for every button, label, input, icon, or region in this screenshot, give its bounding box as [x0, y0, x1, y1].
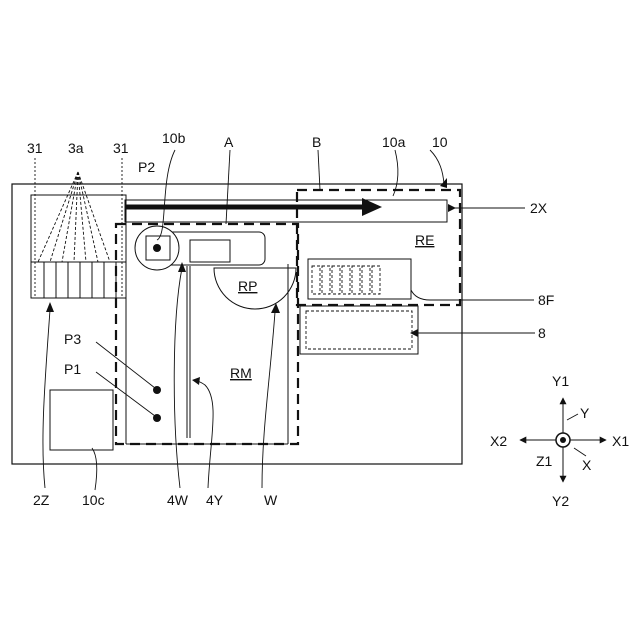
axis-label-X2: X2 — [490, 433, 507, 449]
label-2X: 2X — [530, 200, 548, 216]
label-31-right: 31 — [113, 140, 129, 156]
label-10c: 10c — [82, 492, 105, 508]
axis-label-Z1: Z1 — [536, 453, 553, 469]
label-8: 8 — [538, 325, 546, 341]
fan-lines-3a — [38, 172, 110, 262]
label-A: A — [224, 134, 234, 150]
rail-2X — [125, 200, 447, 222]
robot-arm-joint — [190, 240, 230, 262]
label-4Y: 4Y — [206, 492, 224, 508]
cassettes-8F — [312, 266, 380, 294]
label-P2: P2 — [138, 159, 155, 175]
label-3a: 3a — [68, 140, 84, 156]
label-10a: 10a — [382, 134, 406, 150]
axis-label-Y: Y — [580, 405, 590, 421]
block-10c — [50, 390, 113, 450]
label-4W: 4W — [167, 492, 189, 508]
axis-label-Y1: Y1 — [552, 373, 569, 389]
label-31-left: 31 — [27, 140, 43, 156]
travel-arrow-head — [362, 198, 382, 216]
axis-label-Y2: Y2 — [552, 493, 569, 509]
axis-label-X: X — [582, 457, 592, 473]
label-P3: P3 — [64, 331, 81, 347]
label-RP: RP — [238, 278, 257, 294]
label-RM: RM — [230, 365, 252, 381]
label-8F: 8F — [538, 292, 554, 308]
box-8-inner — [306, 311, 412, 349]
coordinate-axes — [520, 398, 606, 482]
point-P2 — [153, 244, 161, 252]
label-P1: P1 — [64, 361, 81, 377]
label-RE: RE — [415, 232, 434, 248]
label-2Z: 2Z — [33, 492, 50, 508]
label-B: B — [312, 134, 321, 150]
box-8F — [308, 259, 411, 299]
label-10: 10 — [432, 134, 448, 150]
label-W: W — [264, 492, 278, 508]
axis-label-X1: X1 — [612, 433, 629, 449]
label-10b: 10b — [162, 130, 186, 146]
box-8 — [300, 306, 418, 354]
